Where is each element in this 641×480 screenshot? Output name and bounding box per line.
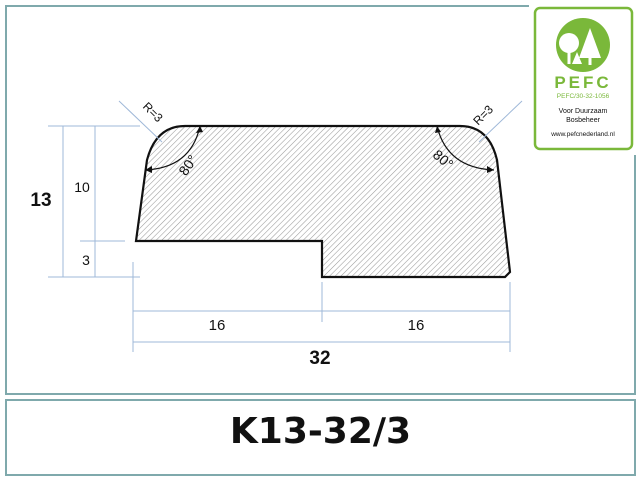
profile-drawing: 13 10 3 16 16 32 80° 80° R=3 R=3 PEFC PE…	[30, 6, 634, 369]
pefc-line2: Bosbeheer	[566, 117, 601, 124]
angle-arrow-right-a	[435, 126, 441, 133]
dim-right-width: 16	[408, 317, 425, 334]
frame-top-line	[5, 5, 529, 7]
angle-arrow-left-a	[145, 166, 152, 173]
pefc-logo: PEFC PEFC/30-32-1056 Voor Duurzaam Bosbe…	[533, 6, 634, 151]
title-block: K13-32/3	[5, 399, 636, 476]
dim-left-width: 16	[209, 317, 226, 334]
dim-total-width: 32	[309, 348, 330, 369]
angle-arrow-left-b	[196, 126, 203, 133]
drawing-frame	[5, 5, 636, 395]
pefc-code: PEFC/30-32-1056	[557, 93, 610, 100]
radius-leader-right	[478, 100, 523, 143]
pefc-brand: PEFC	[554, 73, 611, 92]
dim-lower-height: 3	[82, 252, 90, 268]
dim-total-height: 13	[30, 190, 51, 211]
frame-right-line	[634, 155, 636, 395]
profile-section	[134, 124, 512, 279]
radius-leader-left	[118, 100, 163, 143]
pefc-website: www.pefcnederland.nl	[550, 131, 615, 138]
pefc-trees-icon	[556, 18, 610, 72]
pefc-line1: Voor Duurzaam	[559, 108, 608, 115]
dim-upper-height: 10	[74, 179, 90, 195]
profile-title: K13-32/3	[229, 411, 412, 452]
angle-arc-left	[144, 125, 201, 171]
radius-label-left: R=3	[140, 99, 166, 125]
angle-arc-right	[436, 125, 495, 171]
angle-arrow-right-b	[487, 166, 494, 173]
radius-label-right: R=3	[470, 102, 496, 128]
